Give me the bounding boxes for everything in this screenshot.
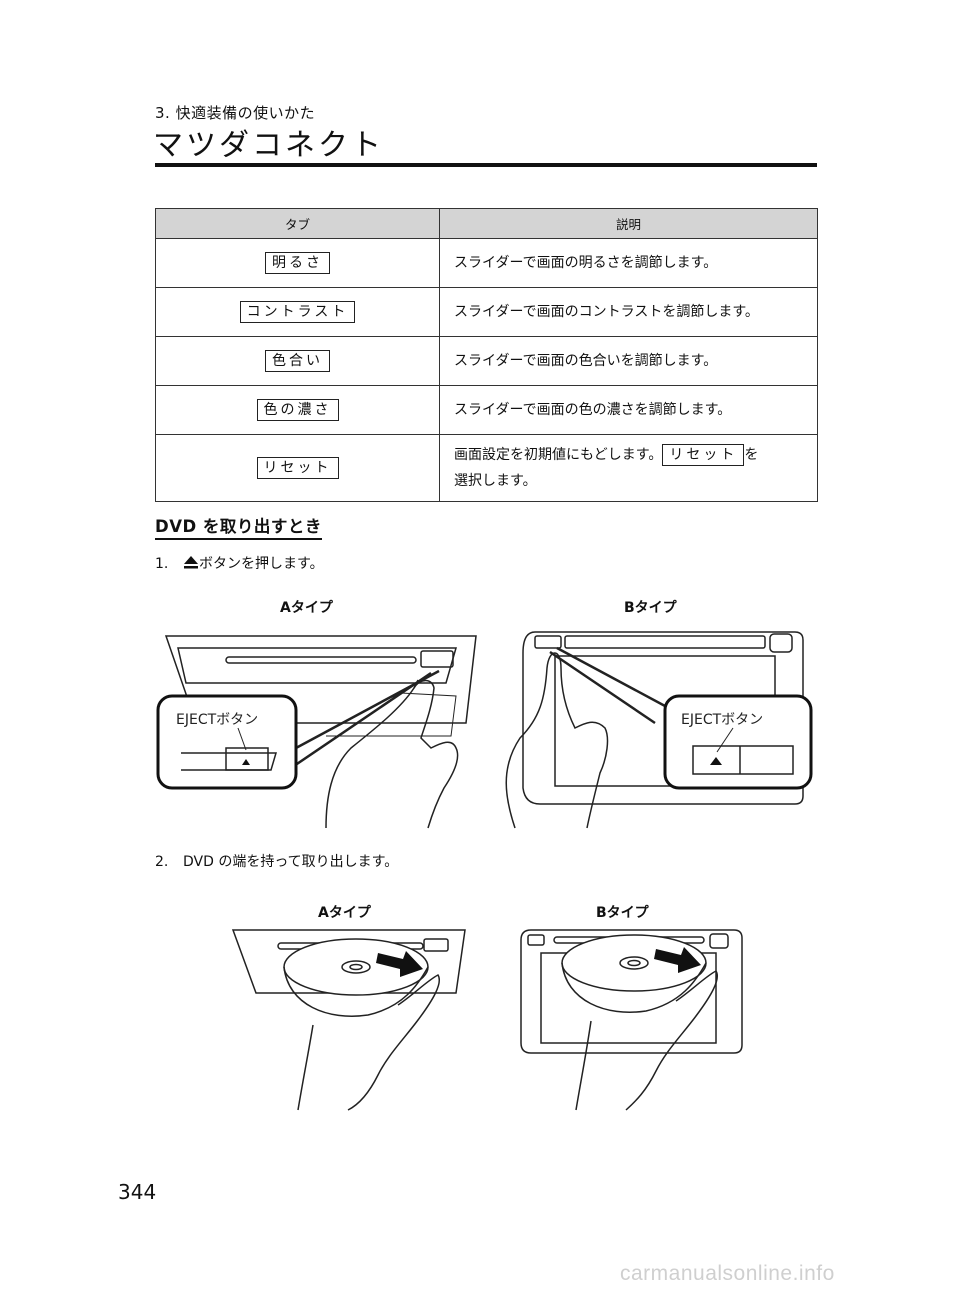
row-description: スライダーで画面のコントラストを調節します。 [439, 287, 818, 337]
tab-keycap: 明るさ [265, 252, 330, 274]
step-number: 2. [155, 854, 169, 870]
section-label: 3. 快適装備の使いかた [155, 104, 316, 122]
title-rule [155, 163, 817, 167]
desc-text-after: を [744, 447, 759, 463]
page-title: マツダコネクト [153, 128, 384, 163]
watermark: carmanualsonline.info [620, 1262, 835, 1285]
type-b-label: Bタイプ [624, 600, 677, 616]
tab-keycap: 色の濃さ [256, 399, 339, 421]
row-description: スライダーで画面の色合いを調節します。 [439, 336, 818, 386]
figure-remove-type-b [520, 929, 743, 1111]
tab-keycap: コントラスト [239, 301, 356, 323]
type-a-label: Aタイプ [280, 600, 333, 616]
figure-eject-type-b: EJECTボタン [505, 631, 813, 829]
column-header-tab: タブ [155, 208, 440, 239]
step-text: ボタンを押します。 [199, 556, 324, 572]
table-row: 明るさ スライダーで画面の明るさを調節します。 [155, 238, 818, 288]
figure-remove-type-a [231, 929, 466, 1111]
step-1: 1. ボタンを押します。 [155, 553, 324, 573]
desc-text-line2: 選択します。 [454, 473, 537, 489]
figure-eject-type-a: EJECTボタン [156, 635, 477, 829]
table-row: 色合い スライダーで画面の色合いを調節します。 [155, 336, 818, 386]
table-row: コントラスト スライダーで画面のコントラストを調節します。 [155, 287, 818, 337]
subheading: DVD を取り出すとき [155, 513, 322, 540]
settings-table: タブ 説明 明るさ スライダーで画面の明るさを調節します。 コントラスト スライ… [155, 208, 818, 502]
tab-keycap: リセット [256, 457, 339, 479]
tab-keycap: 色合い [265, 350, 330, 372]
row-description: 画面設定を初期値にもどします。リセットを選択します。 [439, 434, 818, 502]
page-number: 344 [118, 1180, 157, 1204]
eject-icon [184, 556, 198, 569]
row-description: スライダーで画面の色の濃さを調節します。 [439, 385, 818, 435]
table-row: リセット 画面設定を初期値にもどします。リセットを選択します。 [155, 434, 818, 502]
column-header-desc: 説明 [439, 208, 818, 239]
desc-text: 画面設定を初期値にもどします。 [454, 447, 663, 463]
step-2: 2. DVD の端を持って取り出します。 [155, 851, 398, 871]
type-a-label-2: Aタイプ [318, 905, 371, 921]
eject-callout-b-text: EJECTボタン [681, 712, 763, 728]
eject-callout-a-text: EJECTボタン [176, 712, 258, 728]
step-number: 1. [155, 556, 169, 572]
inline-keycap: リセット [662, 444, 745, 466]
row-description: スライダーで画面の明るさを調節します。 [439, 238, 818, 288]
table-row: 色の濃さ スライダーで画面の色の濃さを調節します。 [155, 385, 818, 435]
step-text: DVD の端を持って取り出します。 [183, 854, 399, 870]
table-header-row: タブ 説明 [155, 208, 818, 239]
type-b-label-2: Bタイプ [596, 905, 649, 921]
